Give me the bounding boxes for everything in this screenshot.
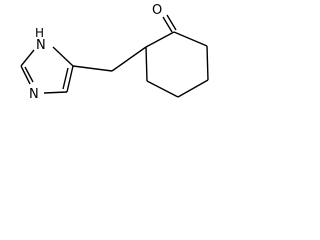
- bond-c2-n3-double: [24, 66, 34, 83]
- bond-ch2-alpha: [111, 46, 147, 72]
- bond-c5-ch2: [72, 65, 113, 72]
- bond-c4-c5: [66, 65, 74, 93]
- bond-c4-c5-double: [62, 67, 69, 90]
- bond-c2-n3: [20, 65, 31, 85]
- atom-nh-n: N: [36, 38, 46, 53]
- atom-nh-h: H: [35, 26, 44, 40]
- bond-nh-c2: [20, 49, 35, 67]
- bond-alpha-carbonyl: [145, 31, 175, 48]
- methylene-linker: [72, 46, 147, 72]
- bond-c5-c6: [146, 80, 179, 98]
- carbonyl-bond-1: [162, 16, 173, 33]
- bond-n3-c4: [43, 91, 68, 94]
- chemical-structure: N H N O: [20, 3, 209, 102]
- atom-ring-n: N: [29, 87, 39, 102]
- bond-c6-alpha: [145, 46, 148, 82]
- bond-carbonyl-c3: [173, 31, 208, 47]
- atom-carbonyl-o: O: [152, 3, 162, 18]
- bond-c3-c4: [206, 45, 209, 81]
- bond-c4-c5: [177, 79, 209, 98]
- carbonyl-bond-2: [166, 14, 177, 31]
- imidazole-ring: [20, 46, 74, 94]
- cyclohexanone-ring: [145, 14, 209, 98]
- bond-c5-nh: [52, 46, 74, 67]
